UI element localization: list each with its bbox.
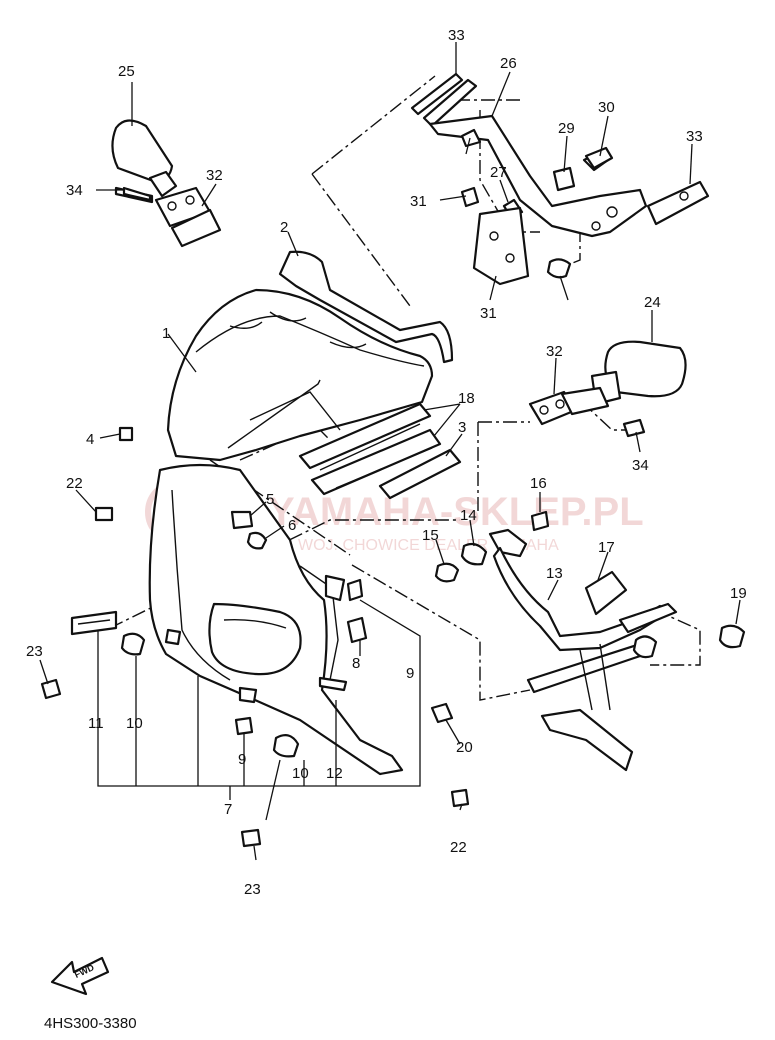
right-mirror [528, 340, 687, 426]
callout-27: 29 [558, 120, 575, 137]
callout-6: 6 [288, 517, 296, 534]
windshield-molding [278, 250, 454, 364]
side-strip [378, 448, 462, 500]
callout-21: 22 [66, 475, 83, 492]
callout-23: 24 [644, 294, 661, 311]
callout-5: 5 [266, 491, 274, 508]
callout-10: 10 [126, 715, 143, 732]
callout-29: 31 [480, 305, 497, 322]
watermark: YAMAHA-SKLEP.PL WOJ. CHOWICE DEALER YAMA… [145, 479, 644, 554]
callout-32: 33 [686, 128, 703, 145]
callout-21: 22 [450, 839, 467, 856]
callout-31: 32 [206, 167, 223, 184]
fairing-stay-bracket [410, 72, 710, 286]
callout-15: 15 [422, 527, 439, 544]
callout-14: 14 [460, 507, 477, 524]
callout-1: 1 [162, 325, 170, 342]
windshield [166, 288, 434, 462]
callout-19: 19 [730, 585, 747, 602]
callout-10: 10 [292, 765, 309, 782]
catalog-code: 4HS300-3380 [44, 1015, 137, 1032]
callout-25: 26 [500, 55, 517, 72]
callout-26: 27 [490, 164, 507, 181]
left-mirror [111, 119, 222, 248]
callout-18: 18 [458, 390, 475, 407]
callout-4: 4 [86, 431, 94, 448]
callout-16: 16 [530, 475, 547, 492]
lower-stay [492, 546, 678, 772]
callout-20: 20 [456, 739, 473, 756]
callout-33: 34 [66, 182, 83, 199]
callout-3: 3 [458, 419, 466, 436]
fasteners [40, 146, 746, 848]
callout-30: 31 [410, 193, 427, 210]
watermark-brand: YAMAHA-SKLEP.PL [268, 490, 644, 534]
callout-13: 13 [546, 565, 563, 582]
inner-panel-strips [298, 402, 442, 496]
callout-28: 30 [598, 99, 615, 116]
callout-17: 17 [598, 539, 615, 556]
callout-24: 25 [118, 63, 135, 80]
callout-31: 32 [546, 343, 563, 360]
callout-9: 9 [406, 665, 414, 682]
emblem [70, 610, 118, 636]
leader-lines [39, 42, 741, 861]
callout-7: 7 [224, 801, 232, 818]
callout-22: 23 [26, 643, 43, 660]
upper-fairing [148, 463, 404, 776]
callout-2: 2 [280, 219, 288, 236]
callout-8: 8 [352, 655, 360, 672]
bracket-plate [584, 570, 628, 616]
callouts: 33 26 30 29 33 25 34 32 31 27 31 2 1 4 2… [26, 27, 747, 898]
callout-11: 11 [88, 715, 104, 732]
forward-direction-arrow: FWD [50, 956, 110, 996]
callout-32: 33 [448, 27, 465, 44]
callout-12: 12 [326, 765, 343, 782]
callout-9: 9 [238, 751, 246, 768]
callout-33: 34 [632, 457, 649, 474]
callout-22: 23 [244, 881, 261, 898]
